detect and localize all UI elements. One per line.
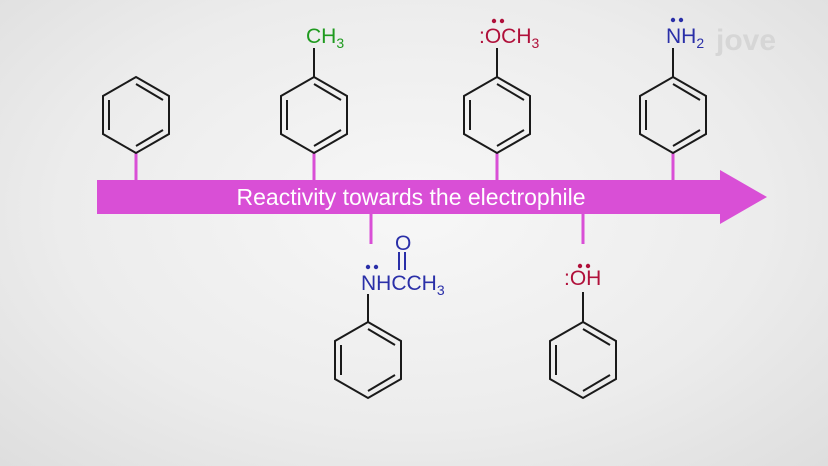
anisole-ring (463, 75, 531, 155)
jove-logo: jove (715, 24, 776, 57)
arrow-shape (97, 170, 767, 224)
acetanilide-ring (334, 320, 402, 400)
aniline-molecule: NH2 (639, 17, 707, 155)
phenol-ring (549, 320, 617, 400)
reactivity-arrow: Reactivity towards the electrophile (97, 170, 767, 224)
connector-ticks (134, 153, 675, 244)
acetamido-group-label: NHCCH3 (361, 272, 445, 298)
benzene-ring (102, 75, 170, 155)
hydroxyl-group-label: :OH (564, 267, 601, 290)
phenol-lone-pairs (577, 263, 591, 269)
aniline-lone-pairs (670, 17, 684, 23)
aniline-ring (639, 75, 707, 155)
phenol-molecule: :OH (549, 263, 617, 400)
methyl-group-label: CH3 (306, 25, 344, 51)
carbonyl-double-bond (398, 252, 406, 270)
carbonyl-oxygen-label: O (395, 232, 411, 255)
acetanilide-molecule: O NHCCH3 (334, 232, 445, 400)
benzene-molecule (102, 75, 170, 155)
arrow-label: Reactivity towards the electrophile (237, 184, 586, 210)
anisole-molecule: :OCH3 (463, 18, 540, 155)
toluene-ring (280, 75, 348, 155)
anisole-lone-pairs (491, 18, 505, 24)
toluene-molecule: CH3 (280, 25, 348, 155)
acetamido-lone-pairs (365, 264, 379, 270)
methoxy-group-label: :OCH3 (479, 25, 540, 51)
amino-group-label: NH2 (666, 25, 704, 51)
